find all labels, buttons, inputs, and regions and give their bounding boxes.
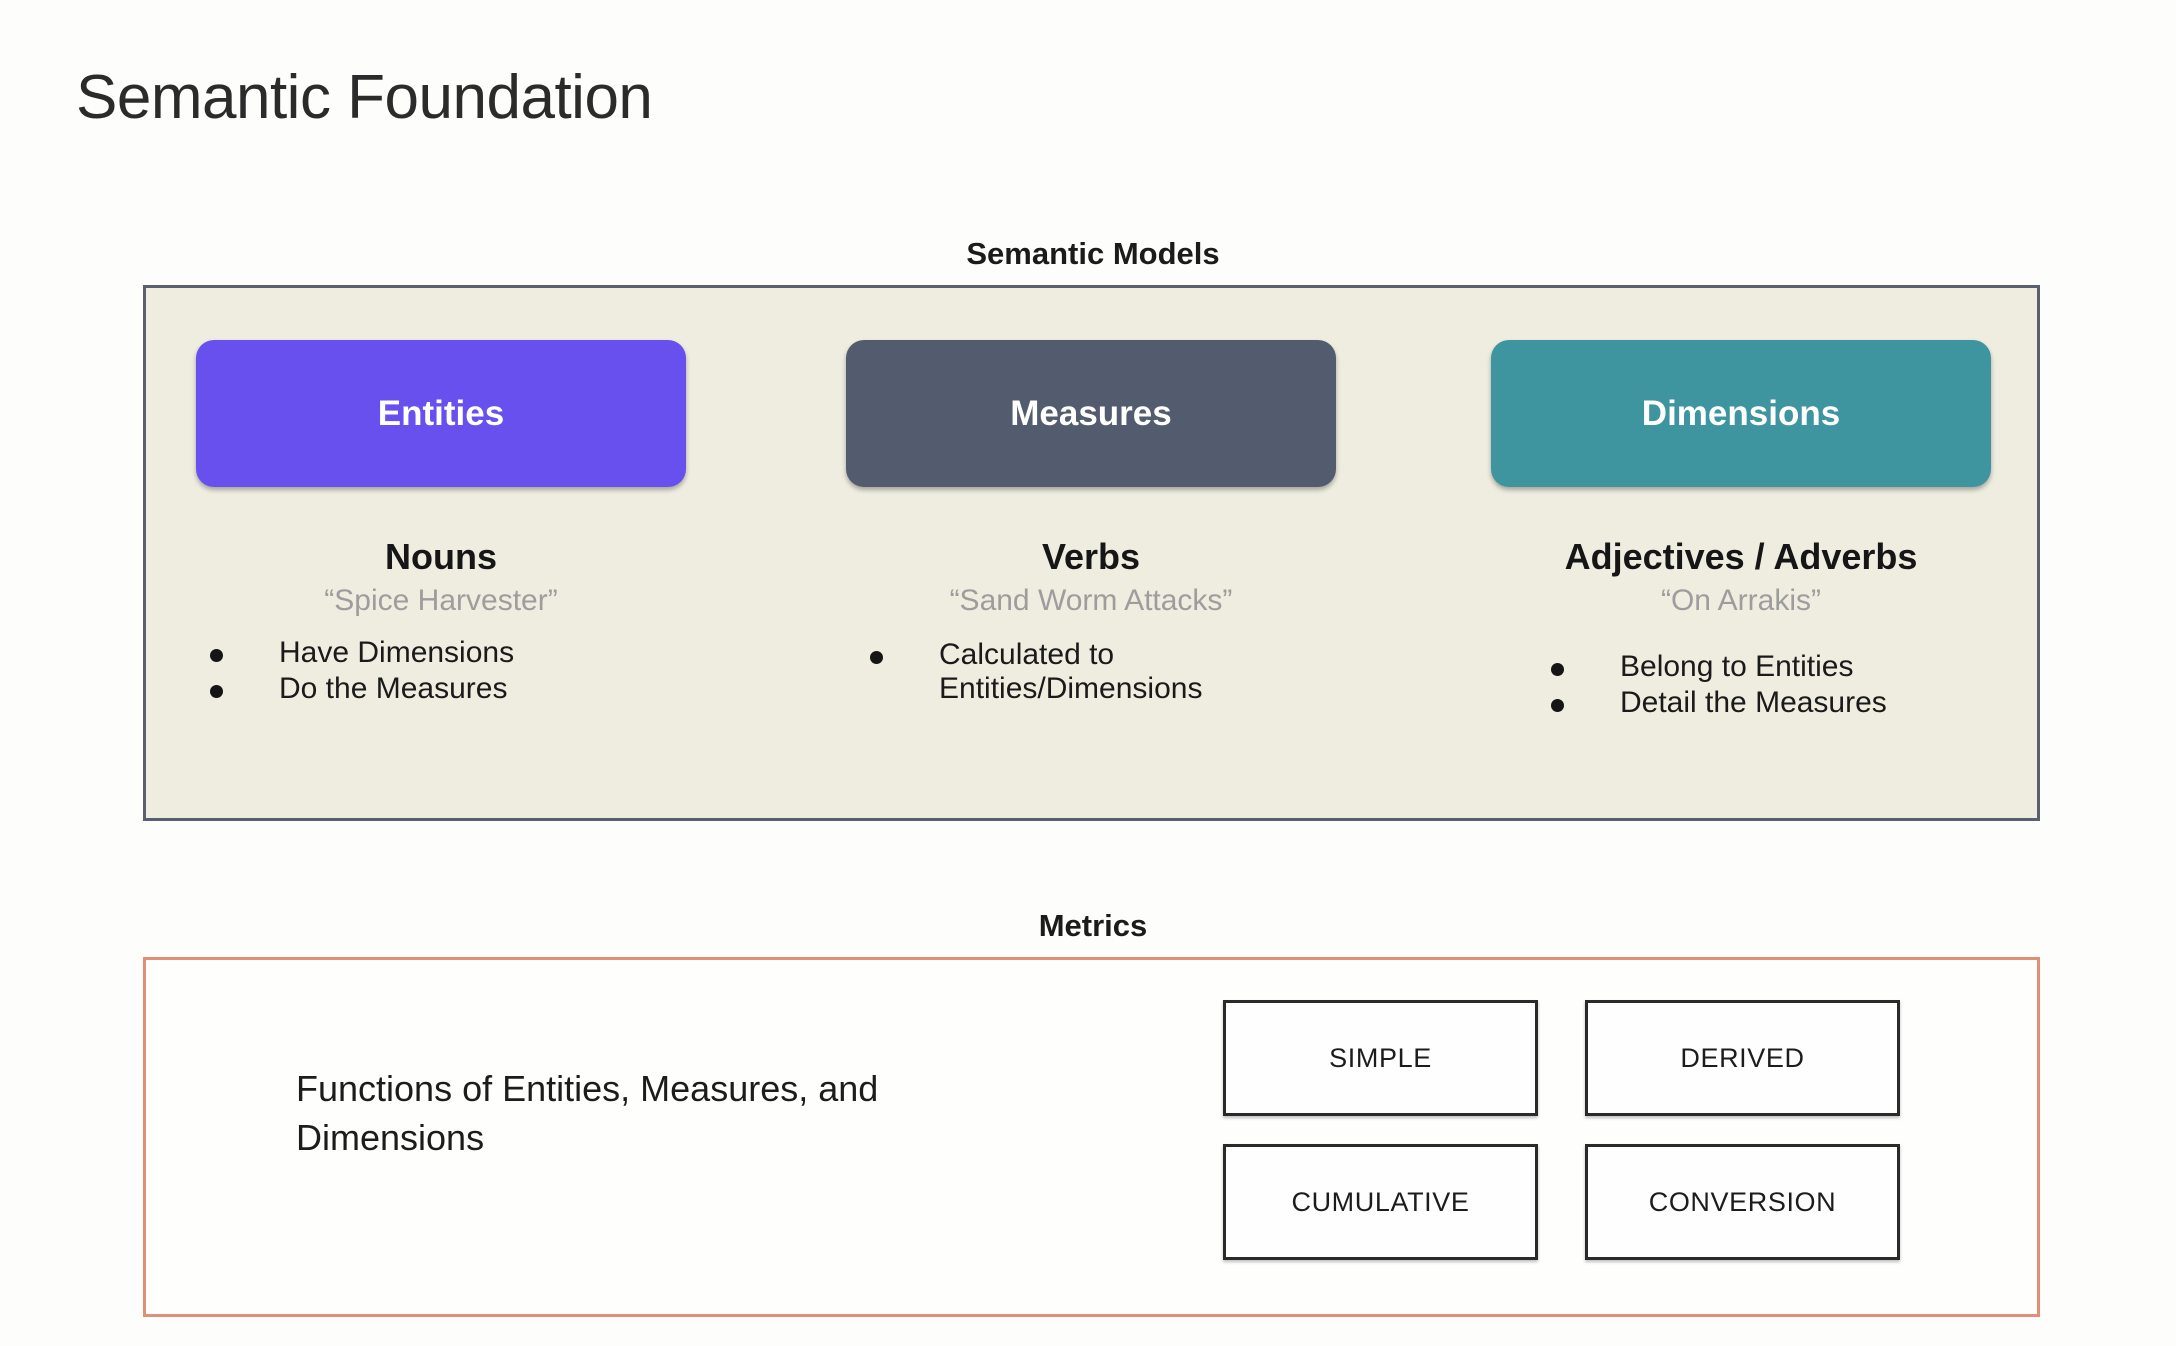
semantic-model-column-measures: Measures Verbs “Sand Worm Attacks” Calcu…	[846, 288, 1336, 818]
dimensions-bullet-0: Belong to Entities	[1620, 650, 1854, 683]
entities-bullet-1: Do the Measures	[279, 671, 508, 705]
list-item: Calculated to Entities/Dimensions	[870, 638, 1360, 705]
dimensions-bullet-list: Belong to Entities Detail the Measures	[1551, 650, 2051, 721]
dimensions-example: “On Arrakis”	[1660, 584, 1822, 617]
bullet-dot-icon	[1551, 698, 1564, 712]
entities-heading: Nouns	[385, 536, 497, 577]
entities-pill[interactable]: Entities	[196, 340, 686, 487]
measures-example: “Sand Worm Attacks”	[949, 584, 1233, 617]
metric-type-derived[interactable]: DERIVED	[1585, 1000, 1900, 1116]
measures-bullet-0: Calculated to Entities/Dimensions	[939, 638, 1203, 705]
semantic-models-columns: Entities Nouns “Spice Harvester” Have Di…	[146, 288, 2037, 818]
list-item: Detail the Measures	[1551, 686, 2051, 720]
metrics-type-grid: SIMPLE DERIVED CUMULATIVE CONVERSION	[1223, 1000, 1913, 1260]
list-item: Do the Measures	[210, 672, 700, 706]
semantic-models-section-label-text: Semantic Models	[966, 236, 1220, 271]
dimensions-pill[interactable]: Dimensions	[1491, 340, 1991, 487]
entities-bullet-list: Have Dimensions Do the Measures	[210, 636, 700, 707]
measures-heading: Verbs	[1041, 536, 1141, 577]
metrics-description: Functions of Entities, Measures, and Dim…	[296, 1068, 879, 1158]
entities-example: “Spice Harvester”	[324, 584, 558, 617]
metric-type-simple[interactable]: SIMPLE	[1223, 1000, 1538, 1116]
measures-bullet-list: Calculated to Entities/Dimensions	[870, 638, 1360, 707]
measures-pill[interactable]: Measures	[846, 340, 1336, 487]
metrics-panel: Functions of Entities, Measures, and Dim…	[143, 957, 2040, 1317]
list-item: Belong to Entities	[1551, 650, 2051, 684]
bullet-dot-icon	[870, 651, 883, 664]
metric-type-cumulative[interactable]: CUMULATIVE	[1223, 1144, 1538, 1260]
metrics-section-label: Metrics	[1038, 908, 1148, 943]
semantic-models-panel: Entities Nouns “Spice Harvester” Have Di…	[143, 285, 2040, 821]
list-item: Have Dimensions	[210, 636, 700, 670]
page-title: Semantic Foundation	[76, 63, 653, 132]
semantic-model-column-dimensions: Dimensions Adjectives / Adverbs “On Arra…	[1491, 288, 1991, 818]
entities-bullet-0: Have Dimensions	[279, 636, 515, 669]
metric-type-conversion[interactable]: CONVERSION	[1585, 1144, 1900, 1260]
bullet-dot-icon	[210, 649, 223, 662]
dimensions-bullet-1: Detail the Measures	[1620, 685, 1887, 719]
bullet-dot-icon	[210, 684, 223, 698]
semantic-model-column-entities: Entities Nouns “Spice Harvester” Have Di…	[196, 288, 686, 818]
bullet-dot-icon	[1551, 663, 1564, 676]
semantic-models-section-label: Semantic Models	[0, 236, 2176, 272]
dimensions-heading: Adjectives / Adverbs	[1564, 536, 1918, 577]
